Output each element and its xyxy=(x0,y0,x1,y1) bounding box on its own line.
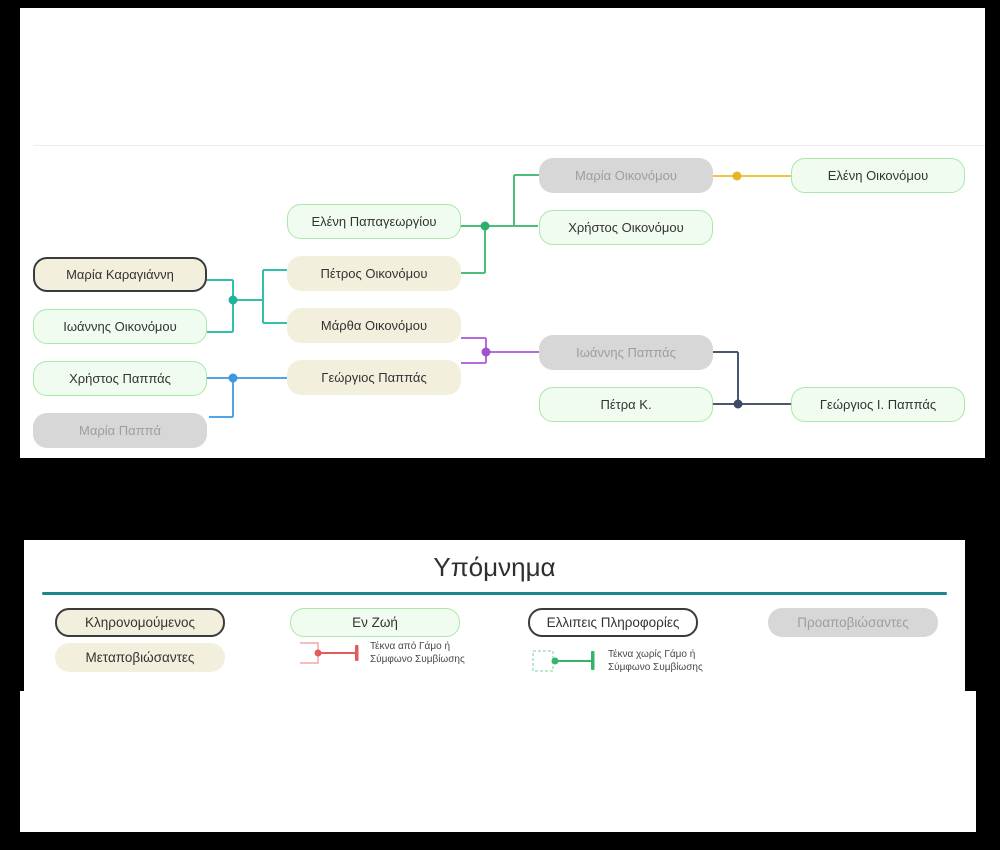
connector-papageorgiou-oikonomou xyxy=(460,174,539,274)
connector-ioannis-petra xyxy=(712,351,791,409)
person-node-christos-pappas[interactable]: Χρήστος Παππάς xyxy=(33,361,207,396)
connector-pappas-pappa xyxy=(207,373,287,418)
person-node-christos-oikonomou[interactable]: Χρήστος Οικονόμου xyxy=(539,210,713,245)
connector-martha-georgios xyxy=(461,337,539,364)
tree-panel-divider xyxy=(33,145,985,146)
person-node-ioannis-oikonomou[interactable]: Ιωάννης Οικονόμου xyxy=(33,309,207,344)
legend-chip-deceased: Μεταποβιώσαντες xyxy=(55,643,225,672)
person-node-martha-oikonomou[interactable]: Μάρθα Οικονόμου xyxy=(287,308,461,343)
person-node-maria-pappa[interactable]: Μαρία Παππά xyxy=(33,413,207,448)
legend-divider-line xyxy=(42,592,947,595)
person-node-eleni-papageorgiou[interactable]: Ελένη Παπαγεωργίου xyxy=(287,204,461,239)
connector-karagianni-oikonomou xyxy=(207,269,287,333)
person-node-maria-karagianni[interactable]: Μαρία Καραγιάννη xyxy=(33,257,207,292)
connector-maria-eleni-oikonomou xyxy=(712,171,791,181)
person-node-petra-k[interactable]: Πέτρα Κ. xyxy=(539,387,713,422)
legend-chip-incomplete: Ελλιπεις Πληροφορίες xyxy=(528,608,698,637)
children-marriage-line-icon xyxy=(300,642,359,664)
children-no-marriage-label: Τέκνα χωρίς Γάμο ή Σύμφωνο Συμβίωσης xyxy=(608,649,703,673)
legend-chip-alive: Εν Ζωή xyxy=(290,608,460,637)
family-connectors xyxy=(207,171,791,418)
person-node-maria-oikonomou[interactable]: Μαρία Οικονόμου xyxy=(539,158,713,193)
legend-title: Υπόμνημα xyxy=(433,552,556,582)
person-node-eleni-oikonomou[interactable]: Ελένη Οικονόμου xyxy=(791,158,965,193)
children-marriage-label: Τέκνα από Γάμο ή Σύμφωνο Συμβίωσης xyxy=(370,641,465,665)
person-node-ioannis-pappas[interactable]: Ιωάννης Παππάς xyxy=(539,335,713,370)
legend-chip-probate: Κληρονομούμενος xyxy=(55,608,225,637)
legend-chip-predeceased: Προαποβιώσαντες xyxy=(768,608,938,637)
person-node-georgios-pappas[interactable]: Γεώργιος Παππάς xyxy=(287,360,461,395)
person-node-petros-oikonomou[interactable]: Πέτρος Οικονόμου xyxy=(287,256,461,291)
children-no-marriage-line-icon xyxy=(532,650,595,672)
person-node-georgios-i-pappas[interactable]: Γεώργιος Ι. Παππάς xyxy=(791,387,965,422)
legend-panel-extension xyxy=(20,691,976,832)
